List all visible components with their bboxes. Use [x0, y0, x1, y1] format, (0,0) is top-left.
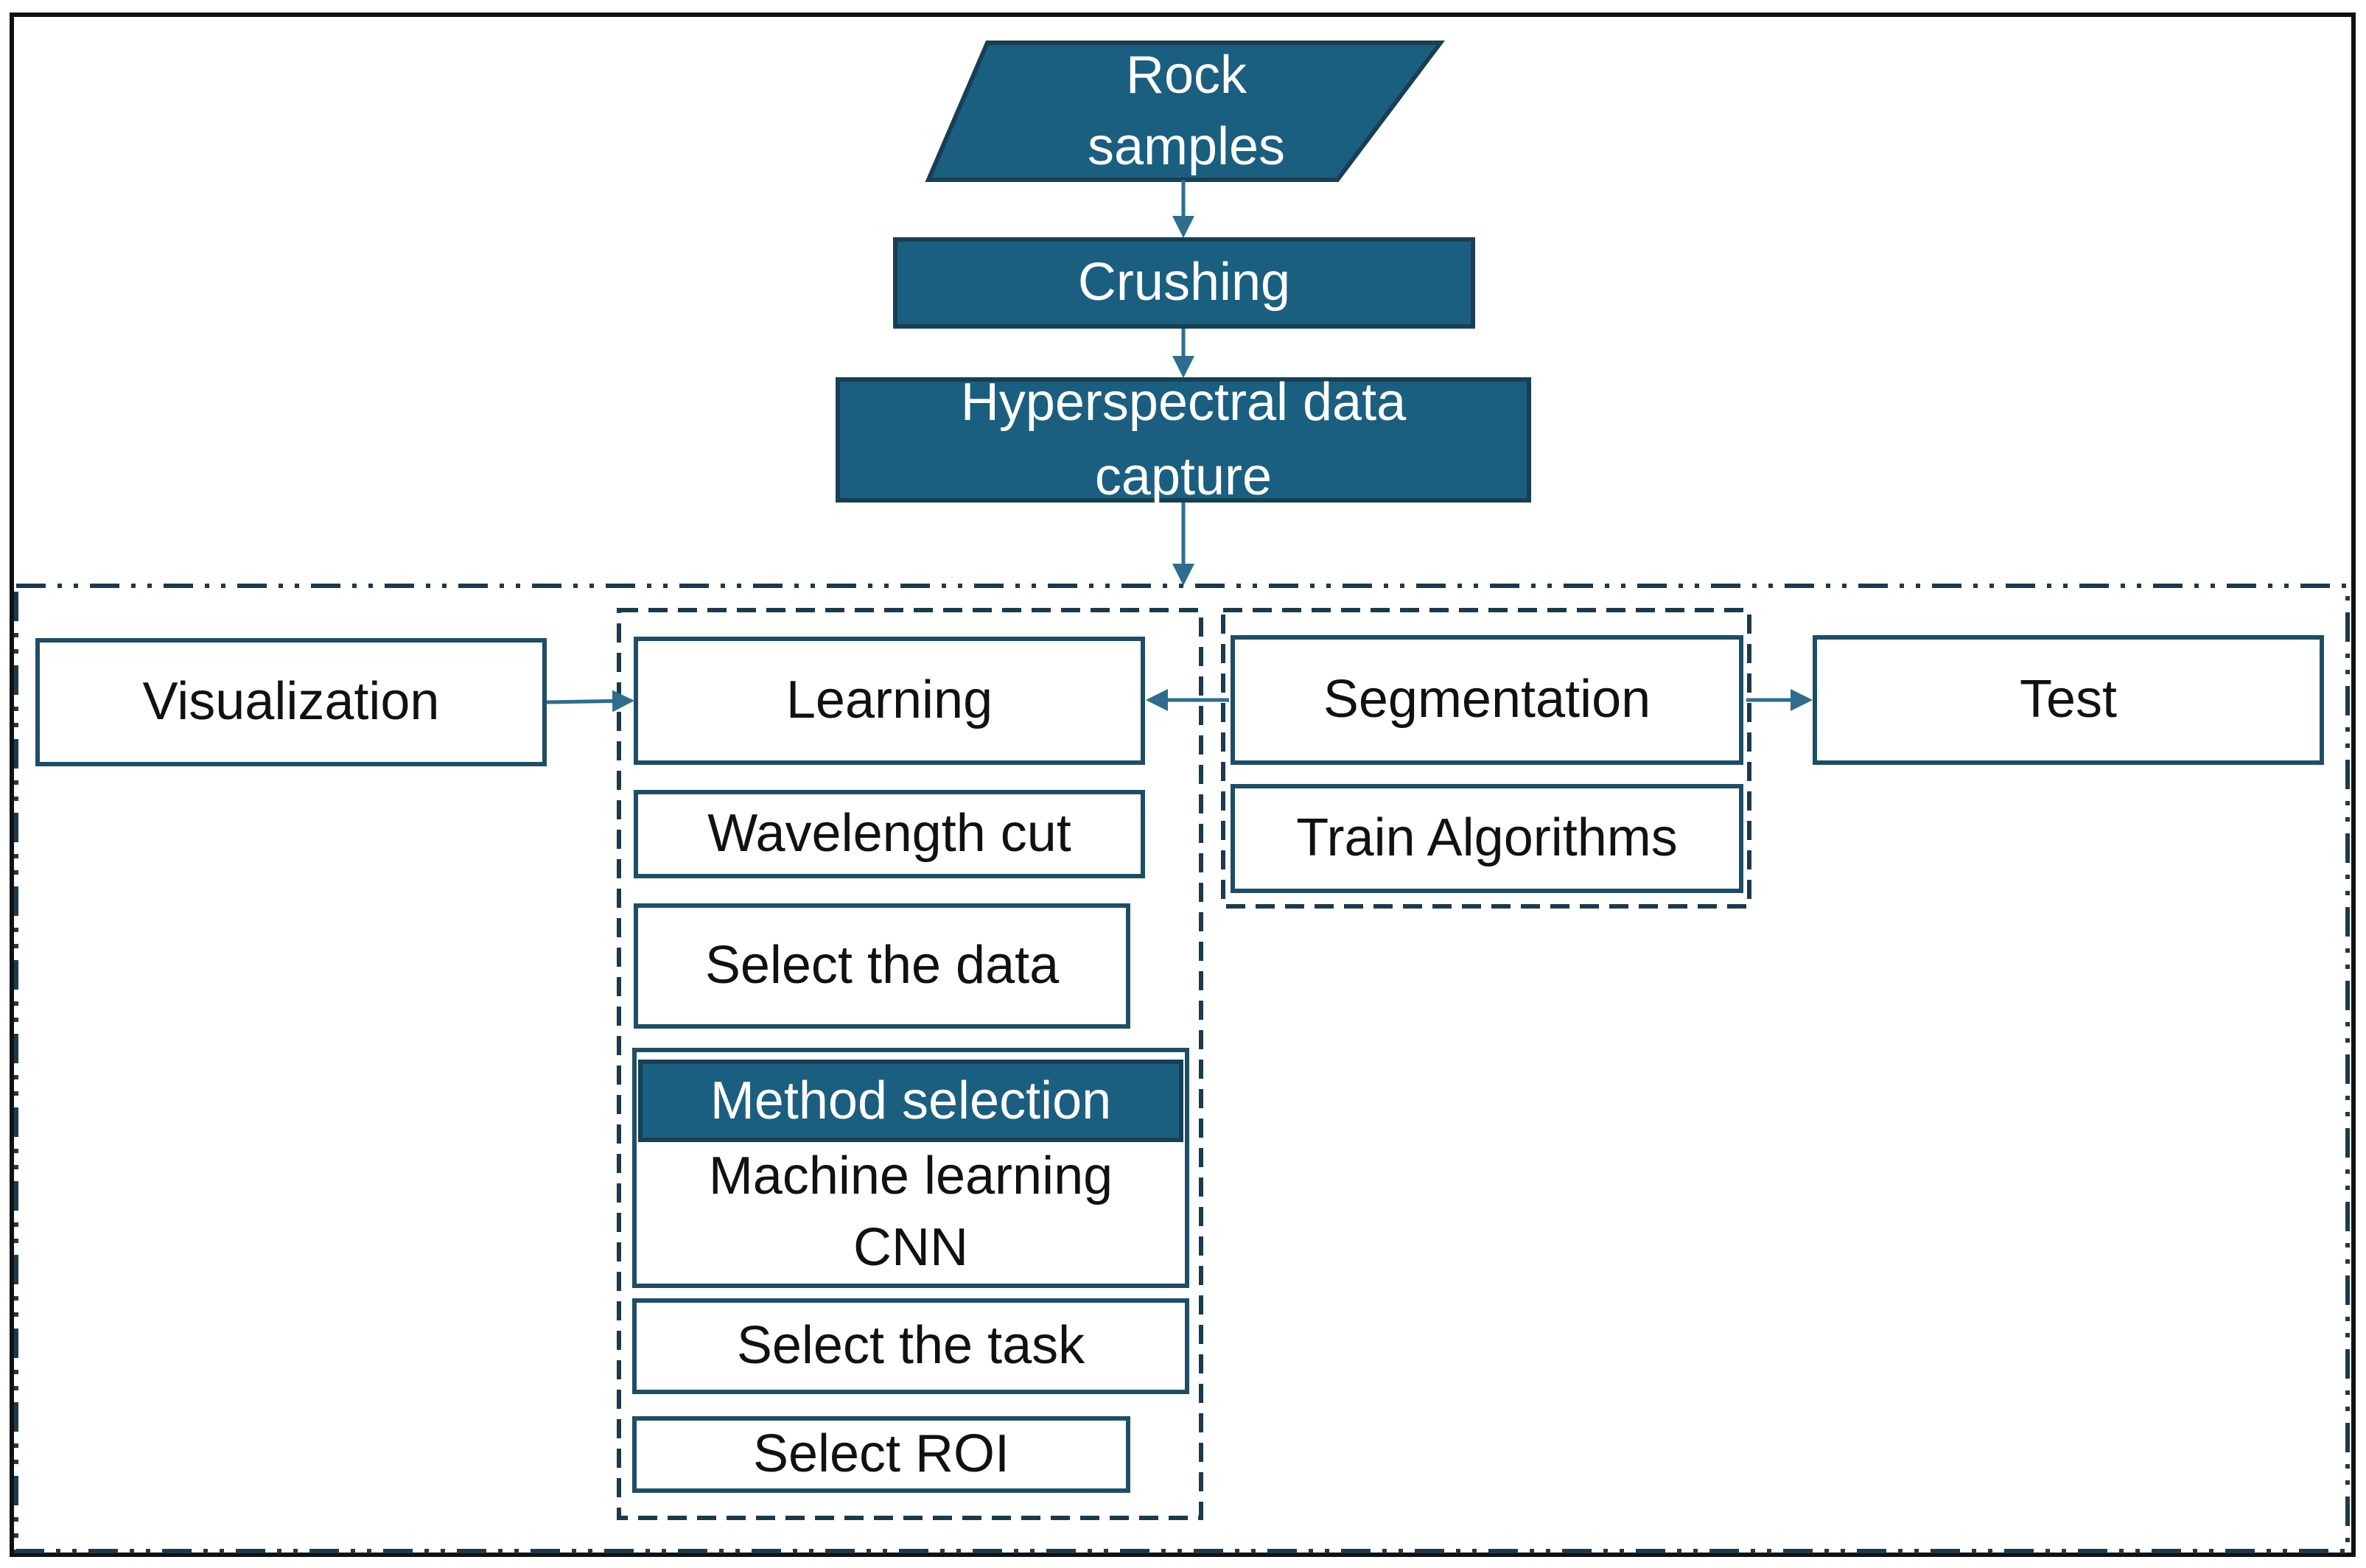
arrow-visualization-to-learning — [546, 690, 634, 713]
outer-frame — [10, 13, 2356, 1557]
workflow-region-border — [14, 584, 2350, 1553]
learning-group-border — [617, 608, 1203, 1520]
segmentation-label: Segmentation — [1323, 670, 1651, 729]
select-task-node: Select the task — [632, 1298, 1189, 1394]
segmentation-node: Segmentation — [1231, 635, 1743, 765]
rock-samples-node: Rock samples — [1002, 43, 1371, 180]
hyperspectral-node: Hyperspectral data capture — [836, 373, 1531, 506]
method-selection-header: Method selection — [638, 1060, 1183, 1142]
rock-samples-line-1: Rock — [1125, 45, 1247, 105]
hyperspectral-line-1: Hyperspectral data — [960, 373, 1407, 433]
select-data-label: Select the data — [704, 936, 1060, 995]
method-selection-title: Method selection — [710, 1071, 1112, 1130]
train-algorithms-node: Train Algorithms — [1231, 784, 1743, 893]
select-roi-label: Select ROI — [752, 1424, 1010, 1484]
wavelength-cut-node: Wavelength cut — [634, 790, 1145, 878]
method-option-machine-learning: Machine learning — [708, 1146, 1113, 1205]
test-node: Test — [1813, 635, 2324, 765]
learning-label: Learning — [785, 671, 993, 730]
select-data-node: Select the data — [634, 903, 1130, 1029]
select-task-label: Select the task — [736, 1316, 1085, 1376]
learning-node: Learning — [634, 637, 1145, 765]
rock-samples-shape — [925, 41, 1446, 182]
select-roi-node: Select ROI — [632, 1416, 1130, 1493]
rock-samples-line-2: samples — [1087, 117, 1286, 176]
hyperspectral-line-2: capture — [1094, 447, 1273, 506]
method-option-cnn: CNN — [853, 1218, 968, 1277]
wavelength-cut-label: Wavelength cut — [707, 804, 1071, 864]
crushing-node: Crushing — [893, 237, 1475, 329]
train-algorithms-label: Train Algorithms — [1296, 808, 1678, 868]
test-label: Test — [2019, 670, 2118, 729]
visualization-node: Visualization — [35, 638, 547, 766]
method-selection-body: Machine learning CNN — [638, 1142, 1183, 1282]
visualization-label: Visualization — [142, 672, 440, 732]
crushing-label: Crushing — [1077, 253, 1291, 312]
